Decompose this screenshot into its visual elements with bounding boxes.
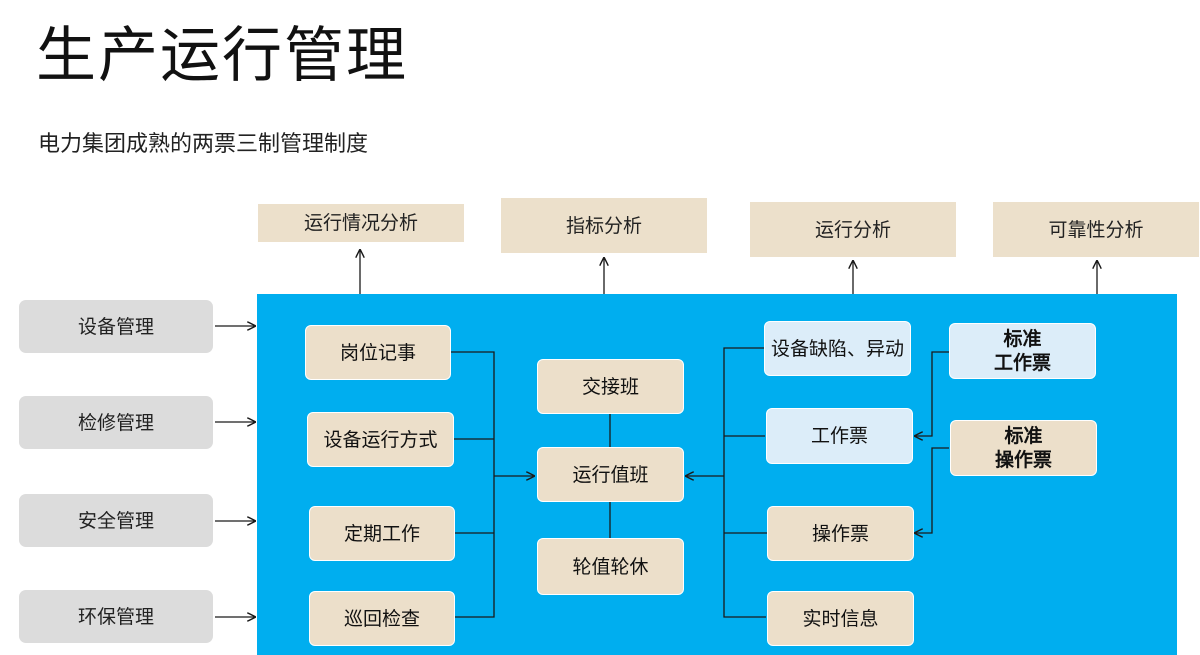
left-box-label: 环保管理 <box>77 605 154 628</box>
box-operation-ticket: 操作票 <box>767 506 914 561</box>
top-box-operation-status-analysis: 运行情况分析 <box>258 204 464 242</box>
box-realtime-info: 实时信息 <box>767 591 914 646</box>
box-operation-duty: 运行值班 <box>537 447 684 502</box>
top-box-label: 指标分析 <box>565 214 642 237</box>
box-label: 岗位记事 <box>339 341 416 364</box>
arrow-standard-work-ticket <box>915 351 949 436</box>
left-box-environment-management: 环保管理 <box>19 590 213 643</box>
box-rotation-rest: 轮值轮休 <box>537 538 684 595</box>
box-periodic-work: 定期工作 <box>309 506 455 561</box>
page-title: 生产运行管理 <box>36 21 408 91</box>
box-label: 设备运行方式 <box>323 428 438 451</box>
box-label: 交接班 <box>581 375 639 398</box>
page-subtitle: 电力集团成熟的两票三制管理制度 <box>38 132 369 157</box>
box-label-line2: 工作票 <box>993 352 1051 374</box>
top-box-label: 运行情况分析 <box>303 212 418 234</box>
box-label: 定期工作 <box>343 522 420 545</box>
box-post-notes: 岗位记事 <box>305 325 451 380</box>
box-work-ticket: 工作票 <box>766 408 913 464</box>
box-shift-handover: 交接班 <box>537 359 684 414</box>
left-box-safety-management: 安全管理 <box>19 494 213 547</box>
box-equipment-operation-mode: 设备运行方式 <box>307 412 454 467</box>
arrow-standard-operation-ticket <box>915 447 949 533</box>
connector-right-column <box>723 347 766 618</box>
box-label: 操作票 <box>811 522 869 545</box>
left-box-label: 检修管理 <box>77 411 154 434</box>
box-label: 工作票 <box>810 425 868 447</box>
box-patrol-inspection: 巡回检查 <box>309 591 455 646</box>
box-label: 实时信息 <box>802 607 879 630</box>
top-box-operation-analysis: 运行分析 <box>750 202 956 257</box>
box-label: 运行值班 <box>572 463 649 486</box>
connector-left-column <box>451 351 495 618</box>
box-standard-work-ticket: 标准 工作票 <box>949 323 1096 379</box>
box-label: 设备缺陷、异动 <box>771 337 905 360</box>
top-box-reliability-analysis: 可靠性分析 <box>993 202 1199 257</box>
box-equipment-defects: 设备缺陷、异动 <box>764 321 911 376</box>
left-box-label: 安全管理 <box>77 509 154 532</box>
box-label-line2: 操作票 <box>994 449 1052 471</box>
left-box-equipment-management: 设备管理 <box>19 300 213 353</box>
box-label-line1: 标准 <box>1004 425 1043 447</box>
box-standard-operation-ticket: 标准 操作票 <box>950 420 1097 476</box>
top-box-indicator-analysis: 指标分析 <box>501 198 707 253</box>
top-box-label: 可靠性分析 <box>1048 218 1144 241</box>
left-box-maintenance-management: 检修管理 <box>19 396 213 449</box>
box-label-line1: 标准 <box>1003 328 1042 350</box>
box-label: 轮值轮休 <box>572 555 649 578</box>
top-box-label: 运行分析 <box>814 218 891 241</box>
box-label: 巡回检查 <box>343 607 420 630</box>
left-box-label: 设备管理 <box>77 315 154 338</box>
